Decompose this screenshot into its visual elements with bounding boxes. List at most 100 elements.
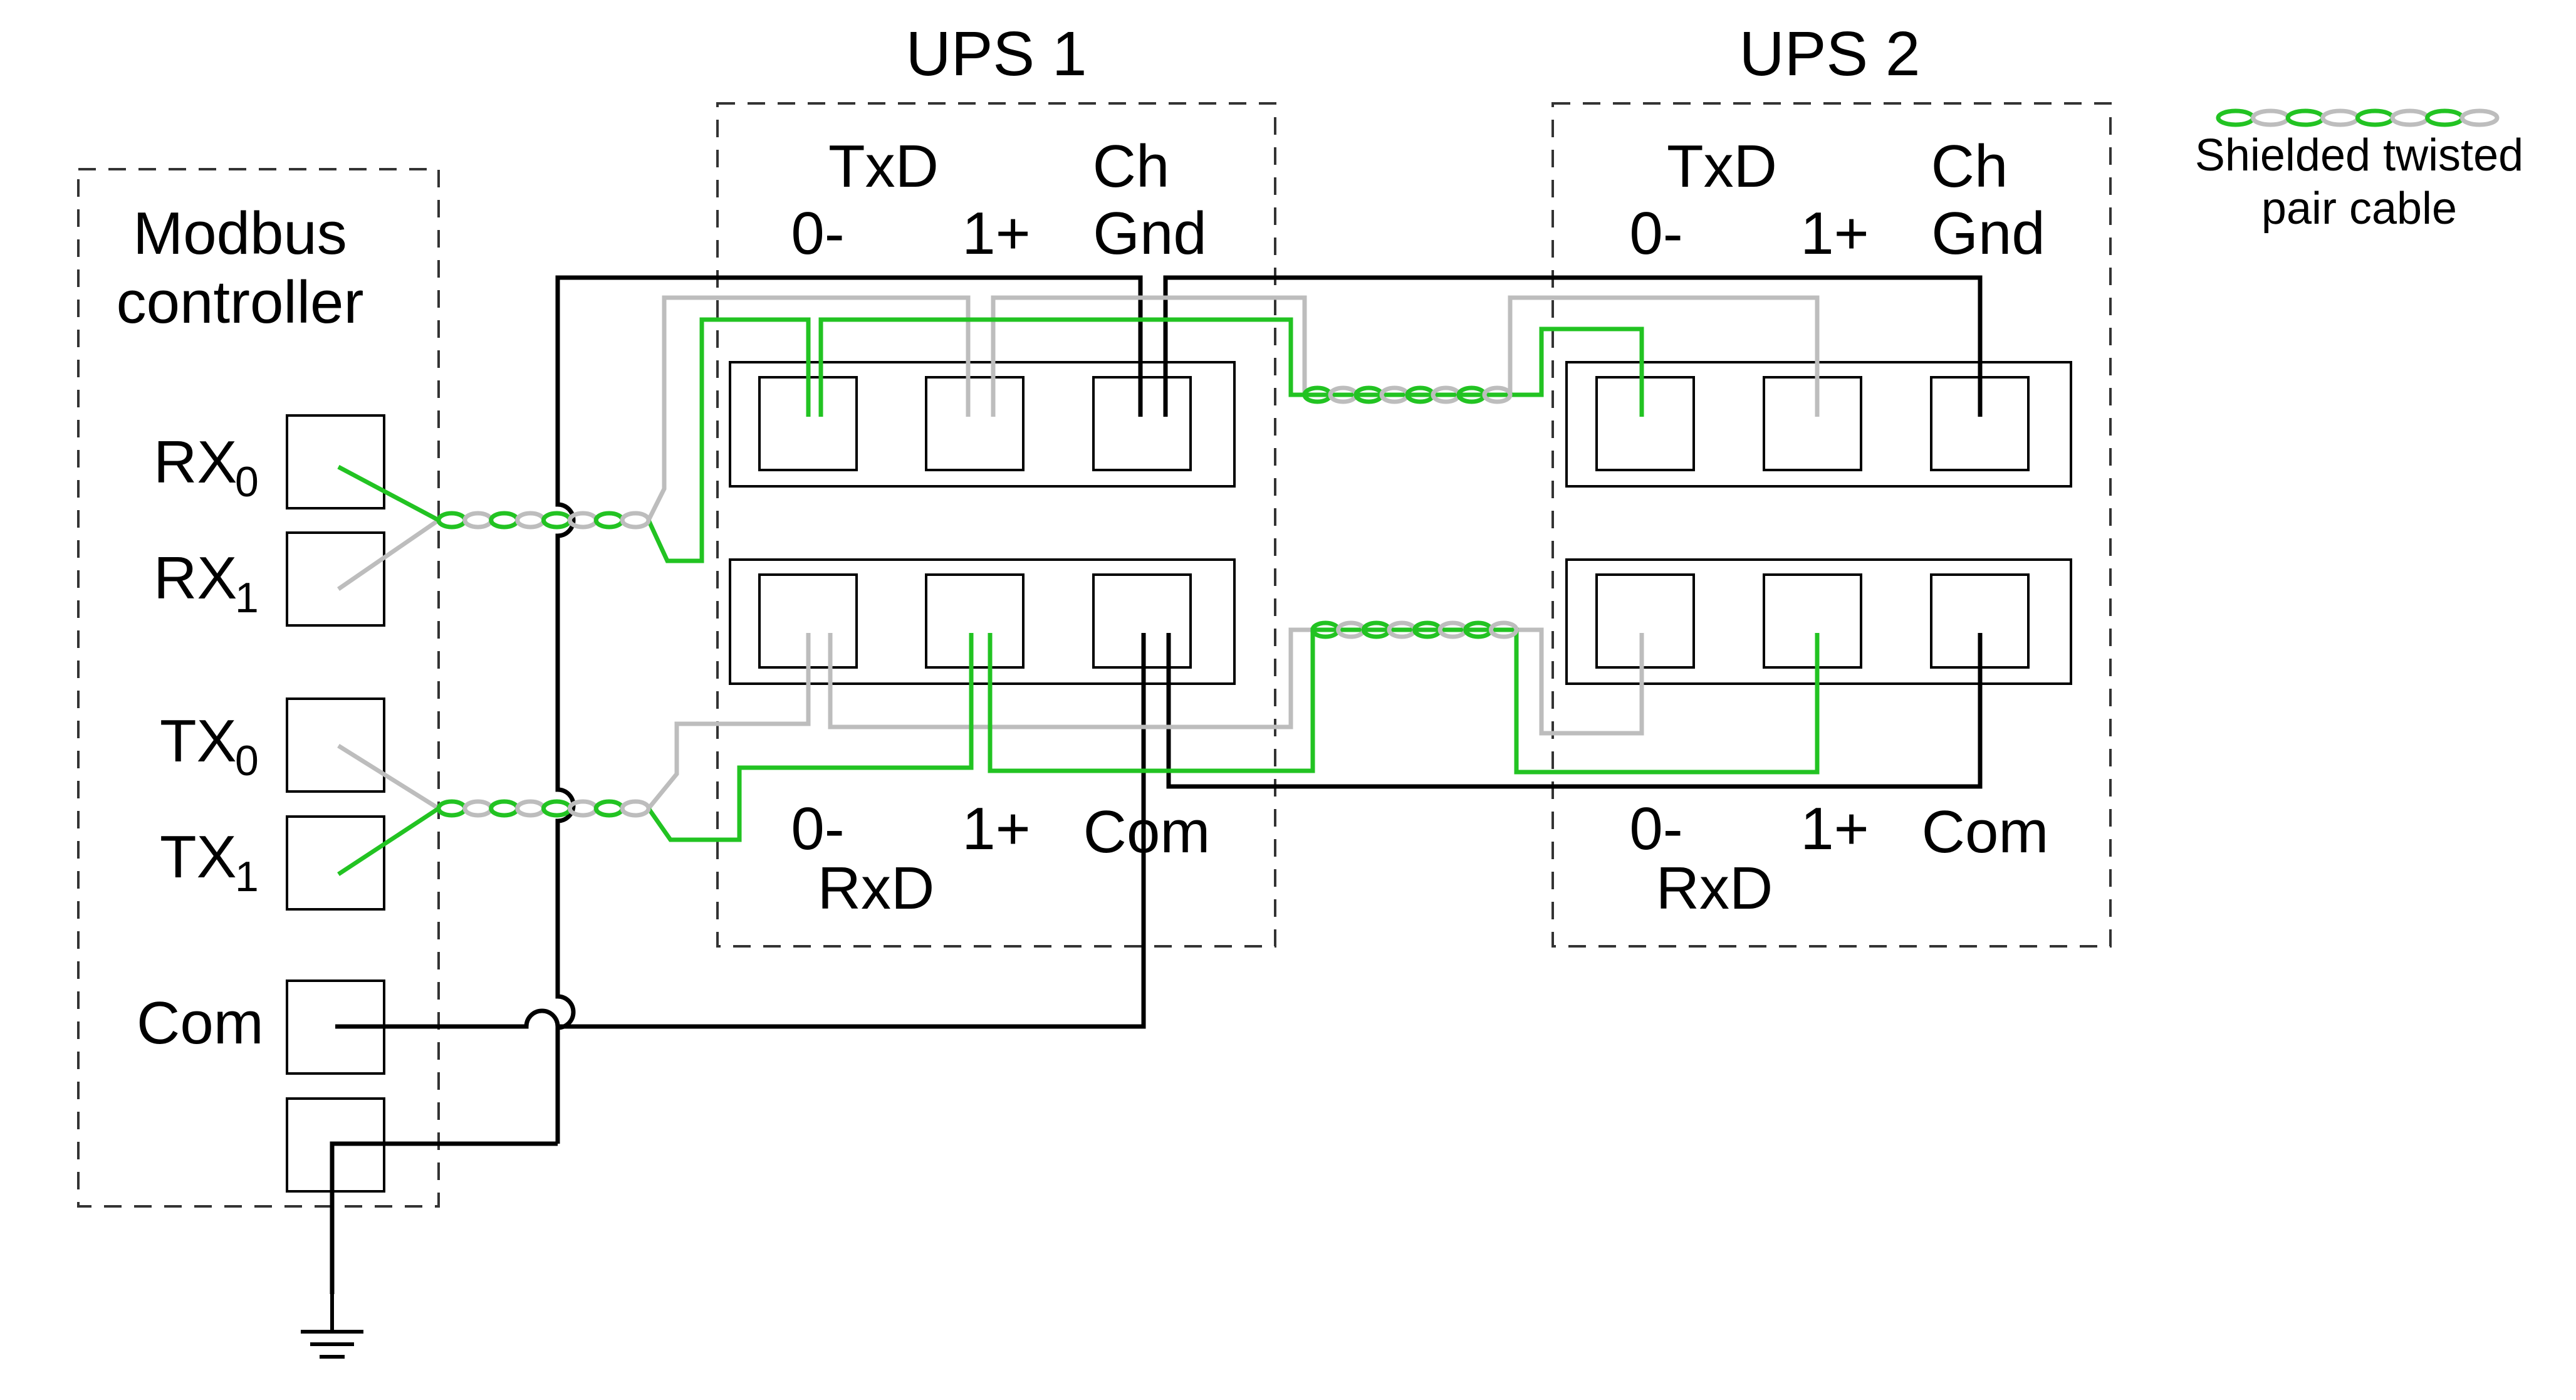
chgnd-link-wire	[1163, 275, 1983, 417]
twist-loop	[593, 511, 625, 530]
rx0-label-sub: 0	[235, 458, 259, 506]
ups2-title: UPS 2	[1739, 19, 1920, 89]
ground-icon	[301, 1294, 363, 1359]
ups1-rxd-pin1-terminal	[925, 573, 1025, 669]
twist-loop	[2320, 108, 2360, 127]
twist-loop	[620, 511, 651, 530]
txd-link-twisted-pair	[1302, 385, 1513, 404]
ups2-ch-label: Ch	[1931, 133, 2008, 200]
ups2-txd-pin0-label: 0-	[1629, 200, 1682, 267]
legend-twist-loops	[2216, 108, 2500, 127]
twist-loop	[489, 511, 520, 530]
twist-loop	[489, 799, 520, 818]
rx1-gray-wire	[337, 518, 440, 591]
twisted-pair-segments	[436, 385, 1519, 818]
twist-loop	[2285, 108, 2325, 127]
txd0-link-green-wire	[818, 317, 1644, 417]
shield-bus-wire	[555, 275, 1143, 1144]
modbus-title-line2: controller	[117, 269, 364, 336]
ups2-rxd-pin0-terminal	[1595, 573, 1695, 669]
twist-loop	[541, 511, 572, 530]
tx1-label: TX 1	[160, 823, 259, 901]
ups1-rxd0-gray-wire	[647, 633, 811, 810]
ups1-ch-label: Ch	[1093, 133, 1170, 200]
ups2-rxd-com-label: Com	[1922, 798, 2049, 865]
rx1-label-sub: 1	[235, 574, 259, 622]
twist-loop	[593, 799, 625, 818]
tx0-terminal	[286, 697, 385, 793]
ups1-txd0-green-wire	[646, 317, 811, 563]
rx0-green-wire	[337, 464, 440, 523]
ups1-title: UPS 1	[905, 19, 1087, 89]
ups2-txd-pin1-terminal	[1763, 376, 1862, 471]
legend-twisted-pair-icon	[2216, 108, 2500, 127]
ups1-txd-label: TxD	[828, 133, 939, 200]
twist-loop	[2425, 108, 2464, 127]
ups1-enclosure	[716, 102, 1276, 948]
twist-loop	[2355, 108, 2395, 127]
rx0-label-main: RX	[154, 429, 237, 496]
twist-loop	[2251, 108, 2290, 127]
twist-loop	[541, 799, 572, 818]
ups1-txd-connector	[729, 361, 1236, 488]
ups2-enclosure	[1551, 102, 2112, 948]
ups2-gnd-label: Gnd	[1931, 200, 2045, 267]
modbus-controller-enclosure	[77, 168, 440, 1208]
ups1-txd-pin1-terminal	[925, 376, 1025, 471]
tx0-gray-wire	[337, 744, 440, 810]
ups1-txd-pin1-label: 1+	[962, 200, 1030, 267]
rx1-label: RX 1	[154, 545, 259, 622]
ups1-rxd-connector	[729, 558, 1236, 685]
tx0-label-main: TX	[160, 708, 237, 775]
ups2-txd-pin0-terminal	[1595, 376, 1695, 471]
twist-loop	[2216, 108, 2256, 127]
ups2-txd-label: TxD	[1667, 133, 1777, 200]
ups1-txd-pin0-label: 0-	[791, 200, 844, 267]
legend-line1: Shielded twisted	[2195, 130, 2523, 180]
rx0-label: RX 0	[154, 429, 259, 506]
twist-loop	[515, 799, 546, 818]
tx0-label: TX 0	[160, 708, 259, 785]
twist-loop	[2459, 108, 2500, 127]
ups1-rxd-pin1-label: 1+	[962, 795, 1030, 862]
rx-twisted-pair	[436, 511, 651, 530]
tx1-green-wire	[337, 807, 440, 876]
ups1-rxd-pin0-label: 0-	[791, 795, 844, 862]
ups1-txd1-gray-wire	[646, 295, 971, 521]
tx1-label-sub: 1	[235, 853, 259, 901]
tx1-terminal	[286, 815, 385, 911]
rx1-terminal	[286, 531, 385, 627]
rxd-link-twisted-pair	[1310, 620, 1519, 639]
twist-loop	[436, 799, 467, 818]
ups2-rxd-pin1-label: 1+	[1800, 795, 1869, 862]
ups2-txd-pin1-label: 1+	[1800, 200, 1869, 267]
twist-loop	[1482, 385, 1513, 404]
ground-wire	[330, 1141, 558, 1294]
tx-twisted-pair	[436, 799, 651, 818]
ups2-rxd-label: RxD	[1656, 855, 1773, 922]
tx0-label-sub: 0	[235, 737, 259, 785]
com-wire	[335, 633, 1146, 1029]
com-link-wire	[1166, 633, 1983, 789]
com-label: Com	[137, 990, 264, 1057]
ups1-gnd-label: Gnd	[1093, 200, 1206, 267]
ups2-rxd-pin1-terminal	[1763, 573, 1862, 669]
rx0-terminal	[286, 414, 385, 509]
twist-loop	[2390, 108, 2430, 127]
ups1-rxd1-green-wire	[647, 633, 974, 842]
legend: Shielded twisted pair cable	[2195, 108, 2523, 234]
ups1-rxd-label: RxD	[818, 855, 935, 922]
twist-loop	[1488, 620, 1519, 639]
twist-loop	[515, 511, 546, 530]
tx1-label-main: TX	[160, 823, 237, 891]
twist-loop	[462, 799, 494, 818]
ups2-rxd-pin0-label: 0-	[1629, 795, 1682, 862]
twist-loop	[462, 511, 494, 530]
legend-line2: pair cable	[2261, 184, 2457, 234]
modbus-title-line1: Modbus	[133, 200, 347, 267]
rxd0-link-gray-wire	[828, 627, 1644, 736]
rx1-label-main: RX	[154, 545, 237, 612]
twist-loop	[620, 799, 651, 818]
